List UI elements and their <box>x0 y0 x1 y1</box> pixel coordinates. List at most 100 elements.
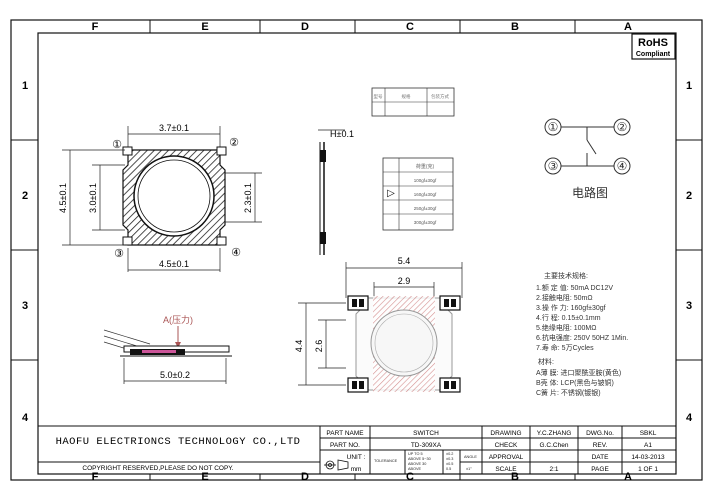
material-item-c: C簧 片: 不锈钢(镀银) <box>536 388 601 397</box>
unit-value: mm <box>351 466 362 473</box>
spec-item-5: 5.绝缘电阻: 100MΩ <box>536 323 596 332</box>
circuit-pin-4: ④ <box>617 159 628 173</box>
tolerance-line-1: UP TO 5 <box>408 452 423 456</box>
pad-layout: 5.4 2.9 4.4 2.6 <box>294 256 463 393</box>
rohs-badge: RoHS Compliant <box>631 33 676 60</box>
tolerance-pm-1: ±0.2 <box>446 452 453 456</box>
row-label-left-1: 1 <box>22 80 28 92</box>
rohs-subtitle: Compliant <box>636 51 671 58</box>
page-label: PAGE <box>591 466 609 473</box>
spec-item-6: 6.抗电强度: 250V 50HZ 1Min. <box>536 333 628 342</box>
grid-ticks <box>11 19 702 480</box>
col-label-bottom-a: A <box>624 471 632 483</box>
row-label-right-3: 3 <box>686 300 692 312</box>
side-view-dim-h: H±0.1 <box>330 129 354 139</box>
check-value: G.C.Chen <box>540 442 569 449</box>
pad-dim-height-inner: 2.6 <box>314 340 324 353</box>
col-label-top-d: D <box>301 21 309 33</box>
check-label: CHECK <box>495 442 518 449</box>
tolerance-pm-3: ±0.5 <box>446 462 453 466</box>
material-item-a: A薄 膜: 进口聚酰亚胺(黄色) <box>536 368 621 377</box>
date-value: 14-03-2013 <box>631 454 665 461</box>
dwg-no-label: DWG.No. <box>586 430 614 437</box>
tolerance-line-3: ABOVE 30 <box>408 462 426 466</box>
row-label-left-3: 3 <box>22 300 28 312</box>
circuit-caption: 电路图 <box>572 185 608 200</box>
top-view-dim-bottom: 4.5±0.1 <box>159 259 189 269</box>
spec-item-2: 2.接触电阻: 50mΩ <box>536 293 593 302</box>
material-title: 材料: <box>538 357 554 366</box>
company-name: HAOFU ELECTRIONCS TECHNOLOGY CO.,LTD <box>56 436 301 448</box>
title-block: HAOFU ELECTRIONCS TECHNOLOGY CO.,LTD COP… <box>38 425 676 474</box>
unit-label: UNIT : <box>347 454 366 461</box>
row-label-left-2: 2 <box>22 190 28 202</box>
part-no-value: TD-309XA <box>411 442 442 449</box>
drawing-value: Y.C.ZHANG <box>537 430 572 437</box>
pad-dim-height-outer: 4.4 <box>294 340 304 353</box>
angle-value: ±1° <box>466 467 472 471</box>
force-table-row-3: 250gf±30gf <box>414 206 437 211</box>
projection-symbol-icon <box>324 459 349 471</box>
tolerance-pm-2: ±0.3 <box>446 457 453 461</box>
part-name-value: SWITCH <box>413 430 439 437</box>
spec-item-1: 1.额 定 值: 50mA DC12V <box>536 283 613 292</box>
pad-dim-outer: 5.4 <box>398 256 411 266</box>
col-label-bottom-e: E <box>201 471 208 483</box>
inner-frame <box>37 32 677 475</box>
date-label: DATE <box>592 454 610 461</box>
circuit-diagram: ① ② ③ ④ 电路图 <box>544 118 631 200</box>
spec-item-3: 3.操 作 力: 160gf±30gf <box>536 303 606 312</box>
row-label-left-4: 4 <box>22 412 29 424</box>
press-view: A(压力) 5.0±0.2 <box>103 314 232 384</box>
rohs-title: RoHS <box>638 37 668 49</box>
copyright-notice: COPYRIGHT RESERVED,PLEASE DO NOT COPY. <box>82 465 233 472</box>
approval-label: APPROVAL <box>489 454 524 461</box>
rev-value: A1 <box>644 442 652 449</box>
press-label: A(压力) <box>163 314 193 325</box>
force-table-row-4: 300gf±30gf <box>414 220 437 225</box>
angle-label: ANGLE <box>464 455 477 459</box>
top-view: 3.7±0.1 ① ② ③ ④ 4.5±0.1 3.0±0.1 2.3±0.1 <box>58 123 262 272</box>
col-label-top-c: C <box>406 21 414 33</box>
model-table-header-3: 包装方式 <box>431 93 449 100</box>
top-view-dim-left-outer: 4.5±0.1 <box>58 183 68 213</box>
tolerance-line-4: ABOVE <box>408 467 422 471</box>
force-table-row-1: 100gf±30gf <box>414 178 437 183</box>
col-label-top-f: F <box>92 21 99 33</box>
dwg-no-value: SBKL <box>640 430 657 437</box>
rev-label: REV. <box>593 442 608 449</box>
top-view-dim-right: 2.3±0.1 <box>243 183 253 213</box>
force-table-row-2: 160gf±30gf <box>414 192 437 197</box>
row-label-right-2: 2 <box>686 190 692 202</box>
col-label-top-e: E <box>201 21 208 33</box>
side-view: H±0.1 <box>318 129 354 255</box>
circuit-pin-1: ① <box>548 120 559 134</box>
circuit-pin-2: ② <box>617 120 628 134</box>
press-dim-bottom: 5.0±0.2 <box>160 370 190 380</box>
model-table-header-2: 规格 <box>402 93 411 100</box>
force-table: 荷重(克) ▷ 100gf±30gf 160gf±30gf 250gf±30gf… <box>382 157 454 231</box>
col-label-bottom-c: C <box>406 471 414 483</box>
page-value: 1 OF 1 <box>638 466 658 473</box>
force-table-arrow: ▷ <box>387 188 395 199</box>
row-label-right-1: 1 <box>686 80 692 92</box>
col-label-top-a: A <box>624 21 632 33</box>
material-item-b: B壳 体: LCP(黑色与铍铜) <box>536 378 614 387</box>
top-view-pin-4: ④ <box>231 247 241 259</box>
col-label-bottom-f: F <box>92 471 99 483</box>
tolerance-pm-4: 0.5 <box>446 467 451 471</box>
part-name-label: PART NAME <box>326 430 364 437</box>
col-label-bottom-d: D <box>301 471 309 483</box>
specs-title: 主要技术规格: <box>544 271 588 280</box>
col-label-bottom-b: B <box>511 471 519 483</box>
specs-block: 主要技术规格: 1.额 定 值: 50mA DC12V 2.接触电阻: 50mΩ… <box>536 271 628 397</box>
model-table-header-1: 型号 <box>374 93 383 100</box>
spec-item-7: 7.寿 命: 5万Cycles <box>536 343 594 352</box>
tolerance-line-2: ABOVE 5~30 <box>408 457 431 461</box>
top-view-dim-left-inner: 3.0±0.1 <box>88 183 98 213</box>
scale-label: SCALE <box>495 466 517 473</box>
part-no-label: PART NO. <box>330 442 360 449</box>
top-view-dim-top: 3.7±0.1 <box>159 123 189 133</box>
model-table: 型号 规格 包装方式 <box>371 87 455 117</box>
